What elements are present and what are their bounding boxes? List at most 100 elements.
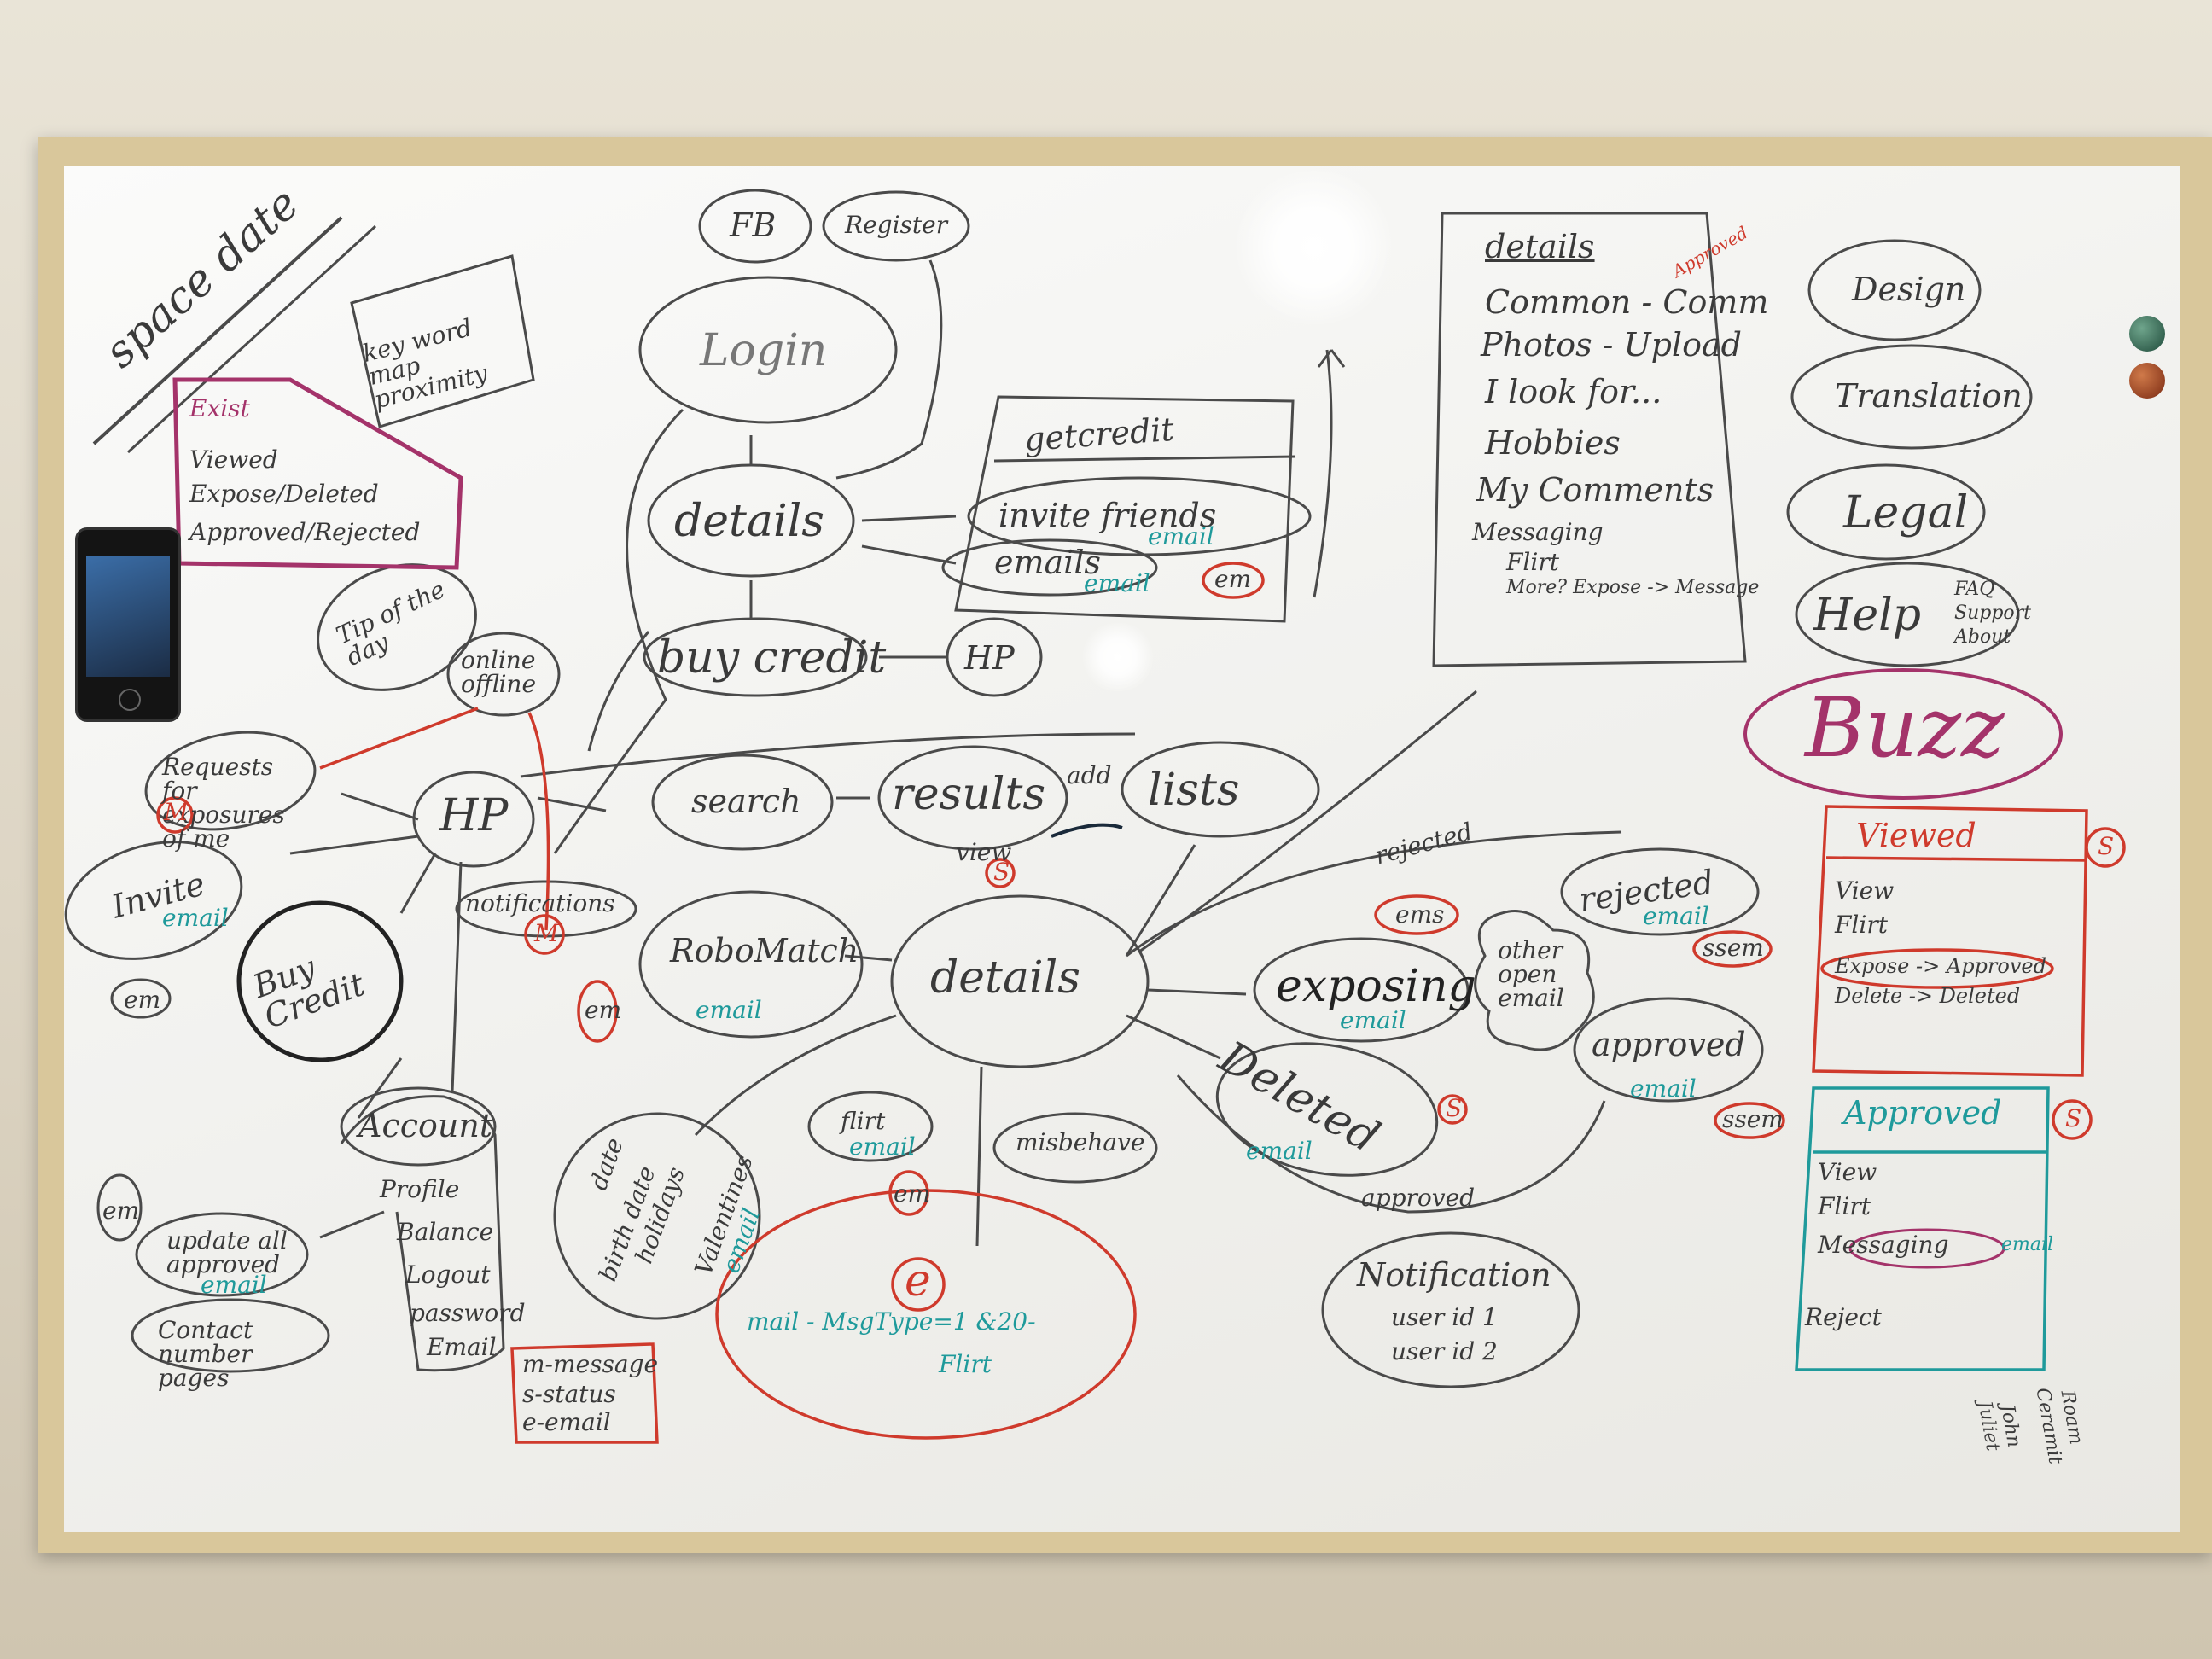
robomatch-email: email <box>696 996 762 1024</box>
approved-arrow-label: approved <box>1361 1184 1476 1212</box>
exposing-email: email <box>1340 1006 1406 1034</box>
invite-em: em <box>124 986 161 1014</box>
details-list-common: Common - Comm <box>1485 283 1769 321</box>
details-list-photos: Photos - Upload <box>1481 326 1742 364</box>
other-open-email: other open email <box>1498 936 1564 1012</box>
help-support: Support <box>1954 602 2032 624</box>
view-badge: S <box>993 858 1010 886</box>
approved-box-email: email <box>2001 1234 2054 1255</box>
add-label: add <box>1067 761 1112 789</box>
details-list-look-for: I look for... <box>1485 373 1662 410</box>
green-magnet <box>2129 316 2165 352</box>
lists-label: lists <box>1148 765 1240 816</box>
search-label: search <box>691 783 801 820</box>
contact-number-pages: Contact number pages <box>158 1316 253 1392</box>
email-center-badge: e <box>905 1255 931 1307</box>
notification-title: Notification <box>1357 1256 1551 1294</box>
emails-email: email <box>1084 569 1150 597</box>
register-label: Register <box>845 211 948 239</box>
requests-badge: M <box>164 798 189 826</box>
login-label: Login <box>700 325 828 376</box>
details-list-comments: My Comments <box>1476 471 1714 509</box>
whiteboard-surface <box>64 166 2180 1532</box>
robomatch-em: em <box>585 996 622 1024</box>
em-box: em <box>1214 565 1252 593</box>
notifications-label: notifications <box>465 889 615 917</box>
viewed-box-expose: Expose -> Approved <box>1835 954 2046 978</box>
email-line: mail - MsgType=1 &20- <box>747 1307 1036 1336</box>
exposing-label: exposing <box>1276 961 1476 1012</box>
invite-email: email <box>162 904 229 932</box>
approved-box-flirt: Flirt <box>1818 1192 1871 1220</box>
rejected-email: email <box>1643 902 1709 930</box>
flirt-email: email <box>849 1132 916 1161</box>
buy-credit-top: buy credit <box>657 632 887 684</box>
viewed-box-flirt: Flirt <box>1835 911 1888 939</box>
approved-box-badge: S <box>2065 1104 2082 1132</box>
design-label: Design <box>1852 271 1966 308</box>
robomatch-label: RoboMatch <box>670 932 859 969</box>
results-label: results <box>892 769 1046 820</box>
ssem-rejected: ssem <box>1703 934 1764 962</box>
approved-email: email <box>1630 1074 1697 1103</box>
misbehave-label: misbehave <box>1016 1128 1145 1156</box>
account-balance: Balance <box>397 1218 494 1246</box>
details-list-flirt: Flirt <box>1506 548 1559 576</box>
deleted-badge: S <box>1446 1094 1463 1122</box>
translation-label: Translation <box>1835 377 2023 415</box>
account-title: Account <box>358 1107 493 1144</box>
account-em: em <box>102 1196 140 1225</box>
help-faq: FAQ <box>1954 579 1995 600</box>
getcredit-title: getcredit <box>1022 410 1176 459</box>
legal-label: Legal <box>1843 487 1969 538</box>
details-list-more: More? Expose -> Message <box>1506 577 1760 598</box>
notifications-badge: M <box>534 919 559 947</box>
viewed-box-title: Viewed <box>1856 817 1976 854</box>
approved-box-title: Approved <box>1843 1094 2002 1132</box>
approved-box-messaging: Messaging <box>1818 1231 1949 1259</box>
details-center: details <box>930 952 1080 1004</box>
details-top: details <box>674 496 824 547</box>
flirt-em: em <box>894 1179 931 1208</box>
update-all-approved: update all approved <box>166 1226 288 1278</box>
invite-friends-email: email <box>1148 522 1214 550</box>
flirt-label: flirt <box>841 1107 886 1135</box>
phone-screen <box>86 556 170 677</box>
legend-status: s-status <box>522 1380 616 1408</box>
deleted-email: email <box>1246 1137 1313 1165</box>
viewed-box-badge: S <box>2098 832 2115 860</box>
buzz-label: Buzz <box>1805 680 2005 776</box>
phone-sticker <box>75 527 181 722</box>
account-profile: Profile <box>380 1175 460 1203</box>
ems-label: ems <box>1395 900 1445 928</box>
notification-user2: user id 2 <box>1391 1337 1498 1365</box>
fb-label: FB <box>730 207 777 244</box>
help-about: About <box>1954 626 2011 648</box>
hp-top: HP <box>964 639 1015 677</box>
account-password: password <box>410 1299 526 1327</box>
details-list-title: details <box>1485 228 1595 265</box>
status-exist: Exist <box>189 394 250 422</box>
viewed-box-view: View <box>1835 876 1895 905</box>
account-logout: Logout <box>405 1260 491 1289</box>
email-line-flirt: Flirt <box>939 1350 992 1378</box>
emails-label: emails <box>994 544 1101 581</box>
approved-box-view: View <box>1818 1158 1877 1186</box>
notification-user1: user id 1 <box>1391 1303 1498 1331</box>
details-list-messaging: Messaging <box>1472 518 1604 546</box>
phone-home-button <box>119 689 141 711</box>
light-glare <box>1229 171 1400 324</box>
status-viewed: Viewed <box>189 445 278 474</box>
update-all-email: email <box>201 1271 267 1299</box>
requests-exposures: Requests for exposures of me <box>162 753 285 853</box>
ssem-approved: ssem <box>1722 1105 1784 1133</box>
status-approved-rejected: Approved/Rejected <box>189 518 421 546</box>
hp-center: HP <box>439 790 509 841</box>
approved-box-reject: Reject <box>1805 1303 1882 1331</box>
legend-message: m-message <box>522 1350 659 1378</box>
online-offline: online offline <box>461 646 537 698</box>
light-glare-small <box>1080 623 1156 691</box>
account-email: Email <box>427 1333 497 1361</box>
legend-email: e-email <box>522 1408 611 1436</box>
